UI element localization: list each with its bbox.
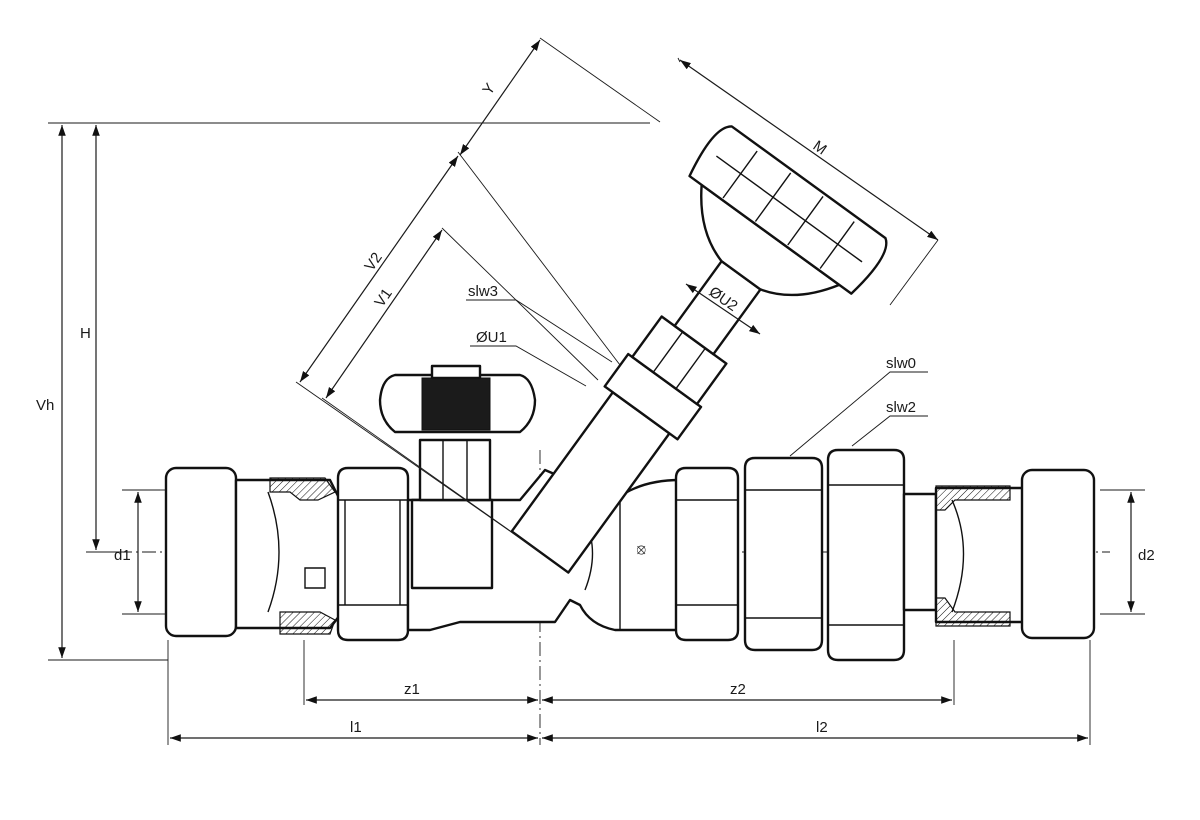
left-hatch-top — [269, 477, 336, 501]
left-hex-nut — [336, 466, 410, 642]
drain-knurl — [421, 377, 491, 431]
leader-u1 — [470, 345, 587, 387]
label-v1: V1 — [371, 286, 395, 311]
dim-v2 — [299, 155, 459, 383]
label-l2: l2 — [816, 719, 828, 736]
right-end-nut — [1020, 468, 1096, 640]
label-z2: z2 — [730, 681, 746, 698]
right-spacer — [902, 492, 938, 612]
label-slw2: slw2 — [886, 399, 916, 416]
label-vh: Vh — [36, 397, 54, 414]
label-y: Y — [479, 80, 499, 98]
drain-hex — [418, 438, 492, 502]
right-sleeve-curve — [951, 499, 965, 613]
right-hex-nut-slw2 — [826, 448, 906, 662]
drain-cap — [430, 364, 482, 380]
leader-slw0 — [789, 371, 928, 457]
left-notch — [304, 567, 326, 589]
left-hatch-bottom — [279, 611, 336, 635]
label-u1: ØU1 — [476, 329, 507, 346]
left-sleeve-curve — [267, 491, 280, 613]
dim-u2 — [685, 283, 761, 335]
dim-m — [679, 59, 939, 241]
label-h: H — [80, 325, 91, 342]
left-sleeve — [234, 478, 342, 630]
dimensions — [48, 37, 1145, 745]
right-hatch-bottom — [935, 597, 1011, 627]
label-v2: V2 — [361, 250, 385, 275]
dim-v1 — [325, 229, 443, 399]
right-hex-nut-slw0 — [743, 456, 824, 652]
label-z1: z1 — [404, 681, 420, 698]
left-end-nut — [164, 466, 238, 638]
right-hatch-top — [935, 485, 1011, 511]
label-l1: l1 — [350, 719, 362, 736]
right-coupling — [902, 468, 1096, 640]
label-d2: d2 — [1138, 547, 1155, 564]
label-d1: d1 — [114, 547, 131, 564]
drain-block — [410, 498, 494, 590]
label-slw0: slw0 — [886, 355, 916, 372]
right-sleeve — [934, 486, 1030, 624]
label-slw3: slw3 — [468, 283, 498, 300]
right-hex-nut-1 — [674, 466, 740, 642]
labels: Y M V2 V1 slw3 ØU2 ØU1 slw0 slw2 H Vh d1… — [36, 80, 1155, 736]
label-m: M — [810, 137, 830, 158]
left-coupling — [160, 466, 342, 638]
body-logo-mark: ⦻ — [632, 545, 649, 555]
dim-y — [459, 39, 541, 156]
leader-slw3 — [466, 299, 613, 363]
leader-slw2 — [851, 415, 928, 447]
